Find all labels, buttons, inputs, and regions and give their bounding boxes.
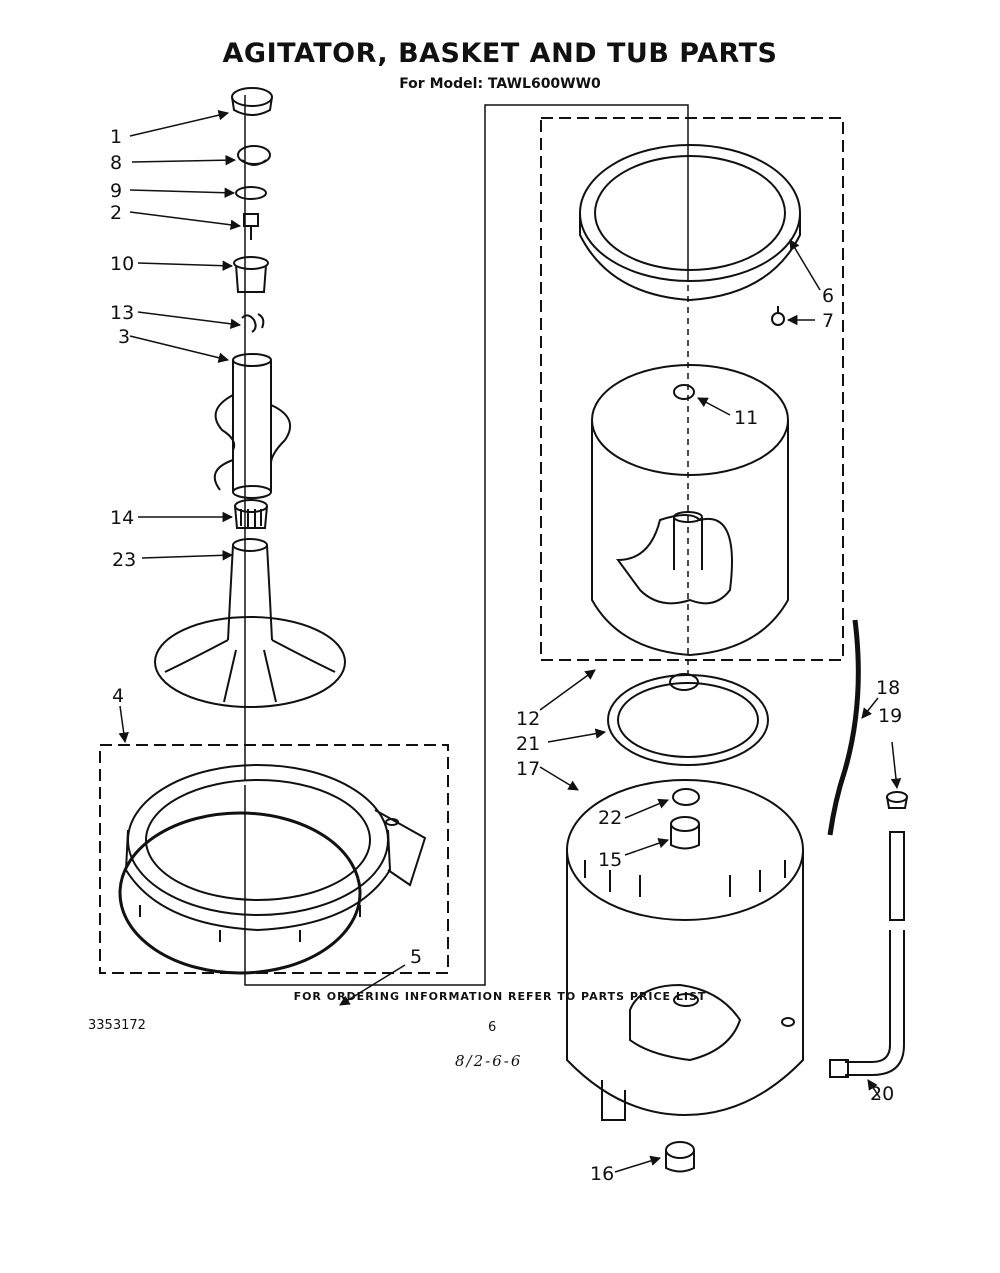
callout-6: 6 — [822, 285, 834, 307]
leader-4 — [118, 705, 129, 744]
callout-23: 23 — [112, 549, 136, 571]
callout-20: 20 — [870, 1083, 894, 1105]
callout-18: 18 — [876, 677, 900, 699]
callout-14: 14 — [110, 507, 134, 529]
page-title: AGITATOR, BASKET AND TUB PARTS — [222, 38, 778, 69]
o-ring — [235, 186, 267, 200]
callout-15: 15 — [598, 849, 622, 871]
drive-block-ring — [118, 811, 362, 975]
drain-plug — [665, 1141, 695, 1173]
callout-9: 9 — [110, 180, 122, 202]
callout-22: 22 — [598, 807, 622, 829]
page-number: 6 — [488, 1020, 497, 1035]
spin-basket — [591, 364, 789, 657]
agitator-base — [154, 538, 346, 708]
callout-1: 1 — [110, 126, 122, 148]
drive-bell — [234, 499, 268, 529]
callout-2: 2 — [110, 202, 122, 224]
leader-6 — [789, 239, 821, 291]
balance-ring-assembly-box — [99, 744, 449, 974]
model-subtitle: For Model: TAWL600WW0 — [399, 76, 601, 92]
center-post-seal — [670, 816, 700, 850]
callout-11: 11 — [734, 407, 758, 429]
callout-13: 13 — [110, 302, 134, 324]
leader-9 — [129, 187, 236, 198]
leader-20 — [867, 1079, 881, 1099]
ordering-info-note: FOR ORDERING INFORMATION REFER TO PARTS … — [293, 990, 707, 1003]
leader-21 — [547, 728, 607, 743]
tub-ring — [124, 764, 427, 942]
callout-12: 12 — [516, 708, 540, 730]
leader-18 — [861, 697, 879, 719]
callout-7: 7 — [822, 310, 834, 332]
leader-8 — [131, 154, 237, 166]
leader-12 — [539, 669, 596, 711]
leader-17 — [539, 766, 579, 791]
hose-grommet — [886, 791, 908, 809]
drain-hose — [829, 831, 905, 1078]
basket-drive-seal — [607, 673, 769, 766]
leader-11 — [697, 397, 731, 416]
callout-17: 17 — [516, 758, 540, 780]
callout-3: 3 — [118, 326, 130, 348]
agitator-dogs — [241, 313, 265, 333]
callout-16: 16 — [590, 1163, 614, 1185]
basket-top-ring — [579, 144, 801, 302]
agitator-bolt — [243, 213, 259, 240]
callout-8: 8 — [110, 152, 122, 174]
callout-21: 21 — [516, 733, 540, 755]
callout-10: 10 — [110, 253, 134, 275]
outer-tub — [566, 779, 804, 1121]
leader-19 — [890, 741, 902, 790]
callout-5: 5 — [410, 946, 422, 968]
basket-screw — [771, 306, 785, 326]
tub-clamp — [672, 788, 700, 806]
leader-2 — [129, 211, 242, 231]
agitator-barrel — [213, 353, 292, 499]
leader-23 — [141, 550, 234, 561]
cap-seal — [237, 145, 271, 166]
handwritten-note: 8/2-6-6 — [455, 1052, 523, 1070]
callout-19: 19 — [878, 705, 902, 727]
callout-4: 4 — [112, 685, 124, 707]
leader-1 — [129, 110, 230, 137]
agitator-cap — [231, 87, 273, 116]
leader-15 — [624, 838, 669, 856]
overflow-tube — [827, 619, 861, 836]
basket-assembly-box — [540, 117, 844, 661]
document-number: 3353172 — [88, 1018, 146, 1033]
agitator-dog-cam — [233, 256, 269, 293]
leader-13 — [137, 311, 242, 330]
leader-10 — [137, 260, 234, 271]
leader-5 — [339, 964, 406, 1006]
leader-3 — [129, 335, 230, 363]
leader-22 — [624, 798, 669, 819]
agitator-axis-line — [244, 95, 689, 986]
leader-16 — [614, 1155, 662, 1173]
